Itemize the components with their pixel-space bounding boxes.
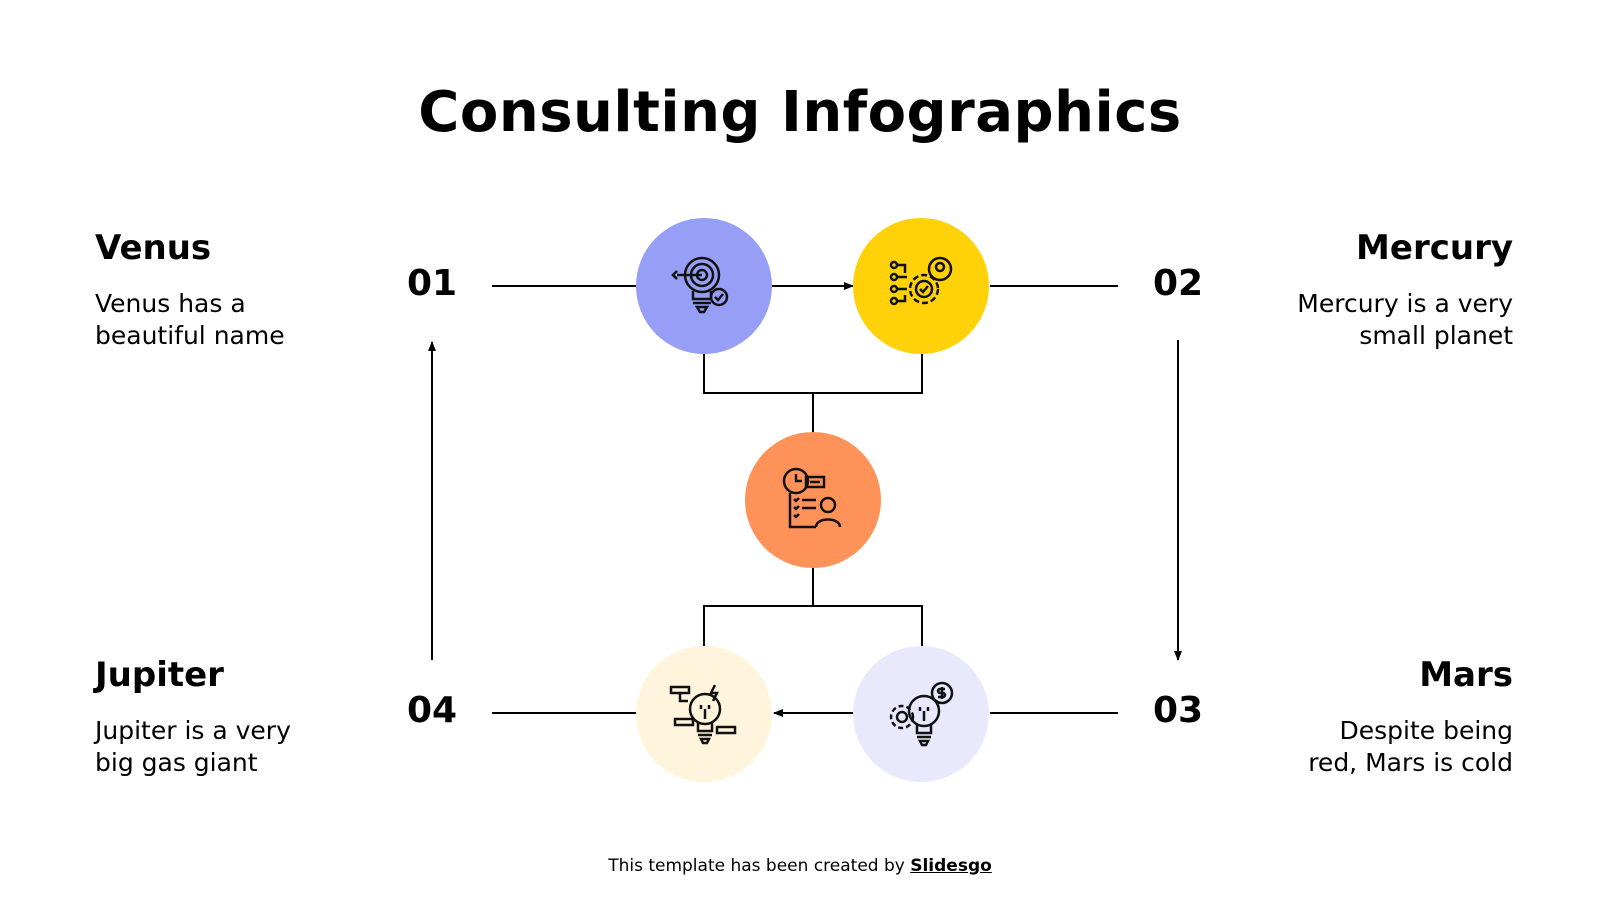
step-number-03: 03 (1152, 690, 1204, 731)
circle-step-03 (853, 646, 989, 782)
lightbulb-gear-dollar-icon (889, 681, 954, 747)
step-number-02: 02 (1152, 263, 1204, 304)
footer-credit: This template has been created by Slides… (608, 856, 992, 876)
step-heading: Venus (95, 228, 212, 268)
circle-center (745, 432, 881, 568)
step-heading: Jupiter (95, 655, 224, 695)
circle-step-02 (853, 218, 989, 354)
step-number-01: 01 (406, 263, 458, 304)
lightbulb-bolt-blocks-icon (669, 684, 737, 745)
gear-network-person-icon (889, 256, 953, 306)
page-title: Consulting Infographics (418, 80, 1182, 145)
circle-step-01 (636, 218, 772, 354)
step-number-04: 04 (406, 690, 458, 731)
circle-step-04 (636, 646, 772, 782)
slidesgo-link[interactable]: Slidesgo (910, 856, 992, 876)
step-heading: Mars (1419, 655, 1513, 695)
lightbulb-target-icon (671, 256, 729, 314)
step-heading: Mercury (1356, 228, 1513, 268)
consultant-checklist-clock-icon (782, 467, 842, 529)
